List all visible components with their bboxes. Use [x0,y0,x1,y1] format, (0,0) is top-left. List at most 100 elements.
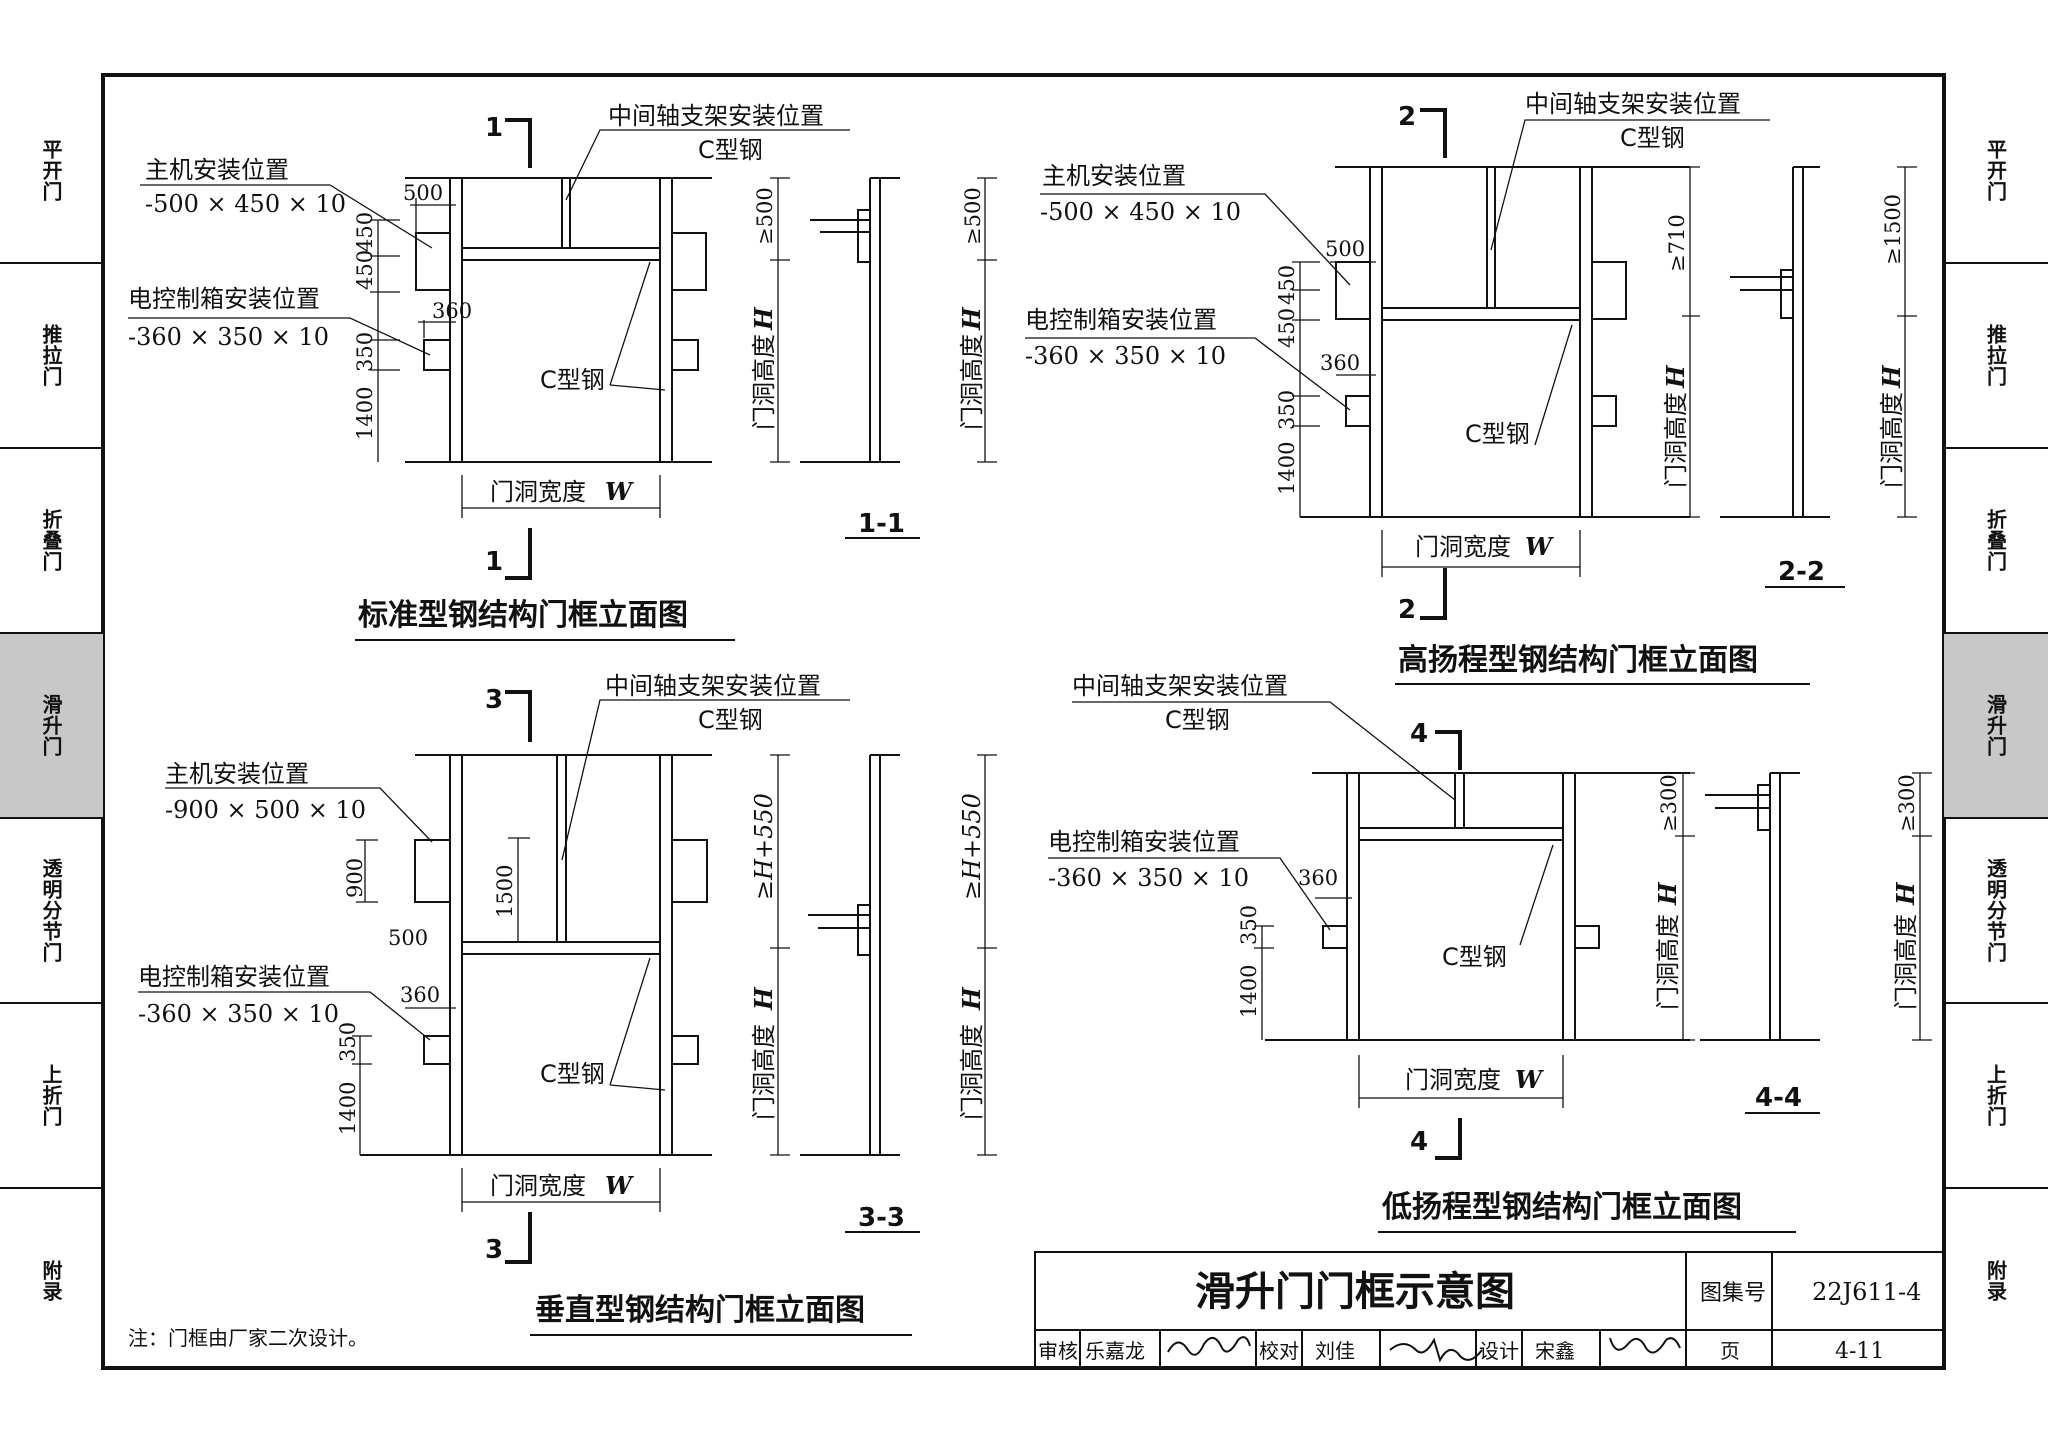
fig2-ctrl-label: 电控制箱安装位置 [1025,306,1217,334]
right-tab-4[interactable]: 滑升门 [1944,633,2048,818]
reviewer-name: 乐嘉龙 [1085,1339,1145,1363]
fig2-w: W [1525,532,1554,561]
fig3-dim-500: 500 [388,926,428,950]
left-tab-label: 平开门 [39,139,63,202]
fig3-dim-350: 350 [336,1022,360,1062]
right-tabs: 平开门推拉门折叠门滑升门透明分节门上折门附录 [1944,78,2048,1373]
fig1-c-steel: C型钢 [540,366,605,394]
left-tab-label: 上折门 [39,1064,63,1127]
fig3-ctrl-label: 电控制箱安装位置 [138,963,330,991]
signature-reviewer [1167,1336,1251,1356]
drawing-title: 滑升门门框示意图 [1195,1269,1515,1315]
fig1-dim-360: 360 [432,299,472,323]
fig1-ctrl-size: -360 × 350 × 10 [128,323,329,351]
fig2-title: 高扬程型钢结构门框立面图 [1398,643,1758,678]
right-tab-3[interactable]: 折叠门 [1944,448,2048,633]
left-tab-label: 折叠门 [39,509,63,572]
left-tab-7[interactable]: 附录 [0,1188,103,1373]
fig3-host-label: 主机安装位置 [165,760,309,788]
fig2-host-plate [1335,261,1371,320]
left-tab-1[interactable]: 平开门 [0,78,103,263]
fig4-dim-1400: 1400 [1237,965,1261,1018]
fig3-ctrl-box [423,1035,451,1065]
fig2-section-label: 2-2 [1778,557,1825,587]
fig3-dim-1500: 1500 [493,865,517,918]
left-tab-6[interactable]: 上折门 [0,1003,103,1188]
right-tab-label: 滑升门 [1983,694,2008,757]
fig1-mid-bracket-label: 中间轴支架安装位置 [608,102,824,130]
left-tab-4[interactable]: 滑升门 [0,633,103,818]
fig3-ctrl-size: -360 × 350 × 10 [138,1000,339,1028]
fig3-host-plate [414,839,451,903]
fig1-height-label: 门洞高度 [750,334,778,430]
fig4-ctrl-box [1322,925,1348,949]
fig2-mid-bracket-label: 中间轴支架安装位置 [1525,90,1741,118]
fig4-section [1700,772,1932,1114]
fig1-host-label: 主机安装位置 [145,156,289,184]
fig4-dim-ge300a: ≥300 [1657,774,1681,832]
fig4-cut-top: 4 [1410,719,1428,749]
fig1-w: W [605,477,634,506]
fig1-sec-height-label: 门洞高度 [958,334,986,430]
right-tab-label: 折叠门 [1983,509,2008,572]
left-tab-5[interactable]: 透明分节门 [0,818,103,1003]
fig4-h: H [1653,881,1682,906]
signature-designer [1609,1337,1681,1354]
page-number: 4-11 [1835,1339,1884,1364]
fig1-ctrl-label: 电控制箱安装位置 [128,285,320,313]
fig2-elevation [1025,108,1770,620]
fig4-dim-360: 360 [1298,866,1338,890]
right-tab-5[interactable]: 透明分节门 [1944,818,2048,1003]
fig4-section-label: 4-4 [1755,1083,1802,1113]
fig1-dim-350: 350 [353,332,377,372]
left-tab-label: 透明分节门 [39,858,63,963]
fig4-c-steel: C型钢 [1442,943,1507,971]
fig3-h: H [749,986,778,1011]
left-tab-label: 推拉门 [39,324,63,387]
fig2-host-label: 主机安装位置 [1042,162,1186,190]
fig1-dim-ge500a: ≥500 [753,187,777,245]
right-tab-column [1944,262,2048,1189]
right-tab-6[interactable]: 上折门 [1944,1003,2048,1188]
fig4-mid-c-steel: C型钢 [1165,706,1230,734]
left-active-tab-bg [0,633,103,818]
fig1-sec-dim-ge500: ≥500 [961,187,985,245]
left-tab-column [0,262,103,1189]
fig2-mid-c-steel: C型钢 [1620,124,1685,152]
right-tab-2[interactable]: 推拉门 [1944,263,2048,448]
fig2-dim-ge710: ≥710 [1665,214,1689,272]
fig4-sec-height-label: 门洞高度 [1892,914,1920,1010]
fig3-elevation [138,690,850,1264]
fig2-ctrl-box [1345,395,1371,427]
fig2-sec-dim-ge1500: ≥1500 [1881,194,1905,265]
fig4-cut-bottom: 4 [1410,1127,1428,1157]
fig3-width-label: 门洞宽度 [490,1172,586,1200]
fig4-title: 低扬程型钢结构门框立面图 [1381,1190,1742,1225]
atlas-label: 图集号 [1700,1281,1766,1306]
right-active-tab-bg [1944,633,2048,818]
title-block [1034,1251,1945,1369]
fig4-ctrl-size: -360 × 350 × 10 [1048,864,1249,892]
fig3-dim-900: 900 [343,858,367,898]
atlas-number: 22J611-4 [1812,1278,1921,1306]
fig1-dim-500: 500 [403,181,443,205]
page-label: 页 [1720,1339,1740,1363]
left-tab-2[interactable]: 推拉门 [0,263,103,448]
left-tab-3[interactable]: 折叠门 [0,448,103,633]
fig1-title: 标准型钢结构门框立面图 [358,598,688,633]
fig3-cut-bottom: 3 [485,1235,503,1265]
fig3-section-label: 3-3 [858,1203,905,1233]
fig3-section [800,754,997,1233]
fig1-cut-bottom: 1 [485,547,503,577]
fig4-w: W [1515,1065,1544,1094]
right-tab-7[interactable]: 附录 [1944,1188,2048,1373]
footnote: 注：门框由厂家二次设计。 [128,1326,368,1350]
signature-checker [1389,1337,1483,1363]
fig2-dim-500: 500 [1325,237,1365,261]
fig1-ctrl-box [423,339,451,371]
fig3-sec-dim-geH550: ≥H+550 [958,793,986,900]
right-tab-1[interactable]: 平开门 [1944,78,2048,263]
fig4-width-label: 门洞宽度 [1405,1066,1501,1094]
fig1-dim-450a: 450 [353,212,377,252]
